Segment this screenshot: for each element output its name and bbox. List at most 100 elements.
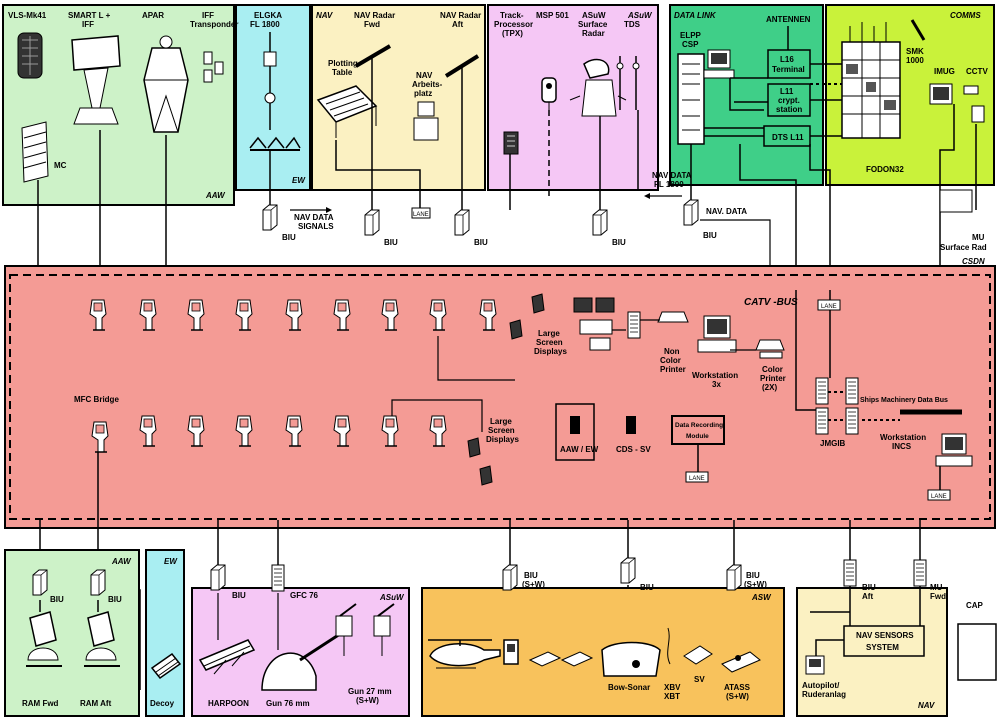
jmgib-lane-box <box>817 299 841 311</box>
large-screen-display-3-icon <box>467 437 481 458</box>
ram-aft-label: RAM Aft <box>80 699 112 708</box>
tpx-terminal-icon <box>503 131 519 155</box>
nav-bottom-links <box>810 586 921 656</box>
ws-incs-label-1: Workstation <box>880 433 926 442</box>
harpoon-launcher-icon <box>198 639 256 675</box>
nav-fwd-label: Fwd <box>930 592 946 601</box>
non-color-printer-icon <box>657 311 689 323</box>
smart-l-radar-icon <box>71 35 121 125</box>
autopilot-icon <box>805 655 825 675</box>
l11-label-2: crypt. <box>778 96 800 105</box>
nav-arbeitsplatz-label-3: platz <box>414 89 432 98</box>
dts-l11-label: DTS L11 <box>772 133 804 142</box>
elgka-antenna-icon <box>249 32 301 151</box>
asuw-top-tag: ASuW <box>627 11 653 20</box>
biu-ram-aft-icon <box>90 569 106 596</box>
comms-smk-label-1: SMK <box>906 47 924 56</box>
biu-ram-fwd-label: BIU <box>50 595 64 604</box>
nav-plotting-label-2: Table <box>332 68 353 77</box>
biu-datalink-icon <box>683 199 699 226</box>
asuw-sr-label-2: Surface <box>578 20 608 29</box>
lsd1-label-2: Screen <box>536 338 563 347</box>
aaw-smart-label-2: IFF <box>82 20 94 29</box>
cctv-camera-icon <box>963 85 985 123</box>
biu-asw-3-label-1: BIU <box>746 571 760 580</box>
nav-bottom-tag: NAV <box>918 701 935 710</box>
iff-transponder-icon <box>203 51 224 83</box>
nav-radar-fwd-icon <box>354 44 392 90</box>
comms-imug-label: IMUG <box>934 67 955 76</box>
nav-arbeitsplatz-label-2: Arbeits- <box>412 80 443 89</box>
l16-label-1: L16 <box>780 55 794 64</box>
ew-bottom-tag: EW <box>164 557 178 566</box>
gun-76mm-label: Gun 76 mm <box>266 699 310 708</box>
comms-fodon-label: FODON32 <box>866 165 904 174</box>
nav-biu-label: BIU <box>862 583 876 592</box>
l11-label-1: L11 <box>780 87 794 96</box>
biu-asuw-label: BIU <box>612 238 626 247</box>
smdb-label: Ships Machinery Data Bus <box>860 397 948 404</box>
nav-radar-fwd-label-2: Fwd <box>364 20 380 29</box>
atas-label-1: ATASS <box>724 683 751 692</box>
gfc-label: GFC 76 <box>290 591 319 600</box>
sv-sensor-icon <box>683 645 713 665</box>
large-screen-display-2-icon <box>509 319 523 340</box>
gun-27mm-icon <box>335 603 395 656</box>
jmgib-lane-label: LANE <box>821 304 837 310</box>
file-server-icon <box>627 311 641 339</box>
ew-elgka-label-2: FL 1800 <box>250 20 280 29</box>
biu-asw-1-icon <box>502 564 518 591</box>
vls-launcher-icon <box>17 32 43 79</box>
cap-label: CAP <box>966 601 984 610</box>
eupp-rack-icon <box>677 53 705 145</box>
comms-antenna-icon <box>849 19 926 42</box>
cds-sv-label: CDS - SV <box>616 445 651 454</box>
biu-asw-2-label: BIU <box>640 583 654 592</box>
large-screen-display-1-icon <box>531 293 545 314</box>
mfc-bridge-label: MFC Bridge <box>74 395 119 404</box>
aaw-vls-label: VLS-Mk41 <box>8 11 47 20</box>
ws-incs-label-2: INCS <box>892 442 912 451</box>
aaw-iff-label-1: IFF <box>202 11 214 20</box>
biu-ew-icon <box>262 204 278 231</box>
biu-nav-aft-icon <box>454 209 470 236</box>
workstation-incs-icon <box>935 433 973 467</box>
surface-radar-icon <box>569 58 627 117</box>
nav-aft-label: Aft <box>862 592 873 601</box>
nav-sensors-label-2: SYSTEM <box>866 643 899 652</box>
decoy-launcher-icon <box>150 652 182 680</box>
ew-elgka-label-1: ELGKA <box>254 11 282 20</box>
atas-label-2: (S+W) <box>726 692 749 701</box>
asuw-tds-label: TDS <box>624 20 641 29</box>
gun-27mm-label-2: (S+W) <box>356 696 379 705</box>
datalink-pc-icon <box>703 49 735 79</box>
lane-nav-box <box>411 207 431 219</box>
panel-ew-bottom <box>145 549 185 717</box>
xbt-probe-icon <box>667 627 671 665</box>
l16-terminal-box <box>767 49 811 79</box>
aaw-top-tag: AAW <box>205 191 226 200</box>
drm-label-1: Data Recording <box>675 422 723 429</box>
imug-pc-icon <box>929 83 953 105</box>
apar-radar-icon <box>143 35 189 133</box>
msp-sensor-icon <box>541 77 557 110</box>
mu-label-2: Surface Rad <box>940 243 987 252</box>
jmgib-rack-3 <box>815 407 829 435</box>
asuw-bottom-feed <box>217 593 279 650</box>
nav-data-label-3: NAV DATA <box>652 171 692 180</box>
decoy-label: Decoy <box>150 699 175 708</box>
large-screen-display-4-icon <box>479 465 493 486</box>
lower-console-link <box>391 399 483 432</box>
nav-plotting-label-1: Plotting <box>328 59 358 68</box>
lane-nav-label: LANE <box>413 212 429 218</box>
biu-asw-3-icon <box>726 564 742 591</box>
nav-mu-label: MU <box>930 583 943 592</box>
nav-data-label-2: SIGNALS <box>298 222 334 231</box>
nav-data-label-4: FL 1800 <box>654 180 684 189</box>
mu-surface-rad-box <box>939 189 973 213</box>
ram-fwd-launcher-icon <box>26 611 62 667</box>
panel-aaw-bottom <box>4 549 140 717</box>
l16-label-2: Terminal <box>772 65 805 74</box>
nav-sensors-system-box <box>843 625 925 657</box>
biu-asw-2-icon <box>620 557 636 584</box>
